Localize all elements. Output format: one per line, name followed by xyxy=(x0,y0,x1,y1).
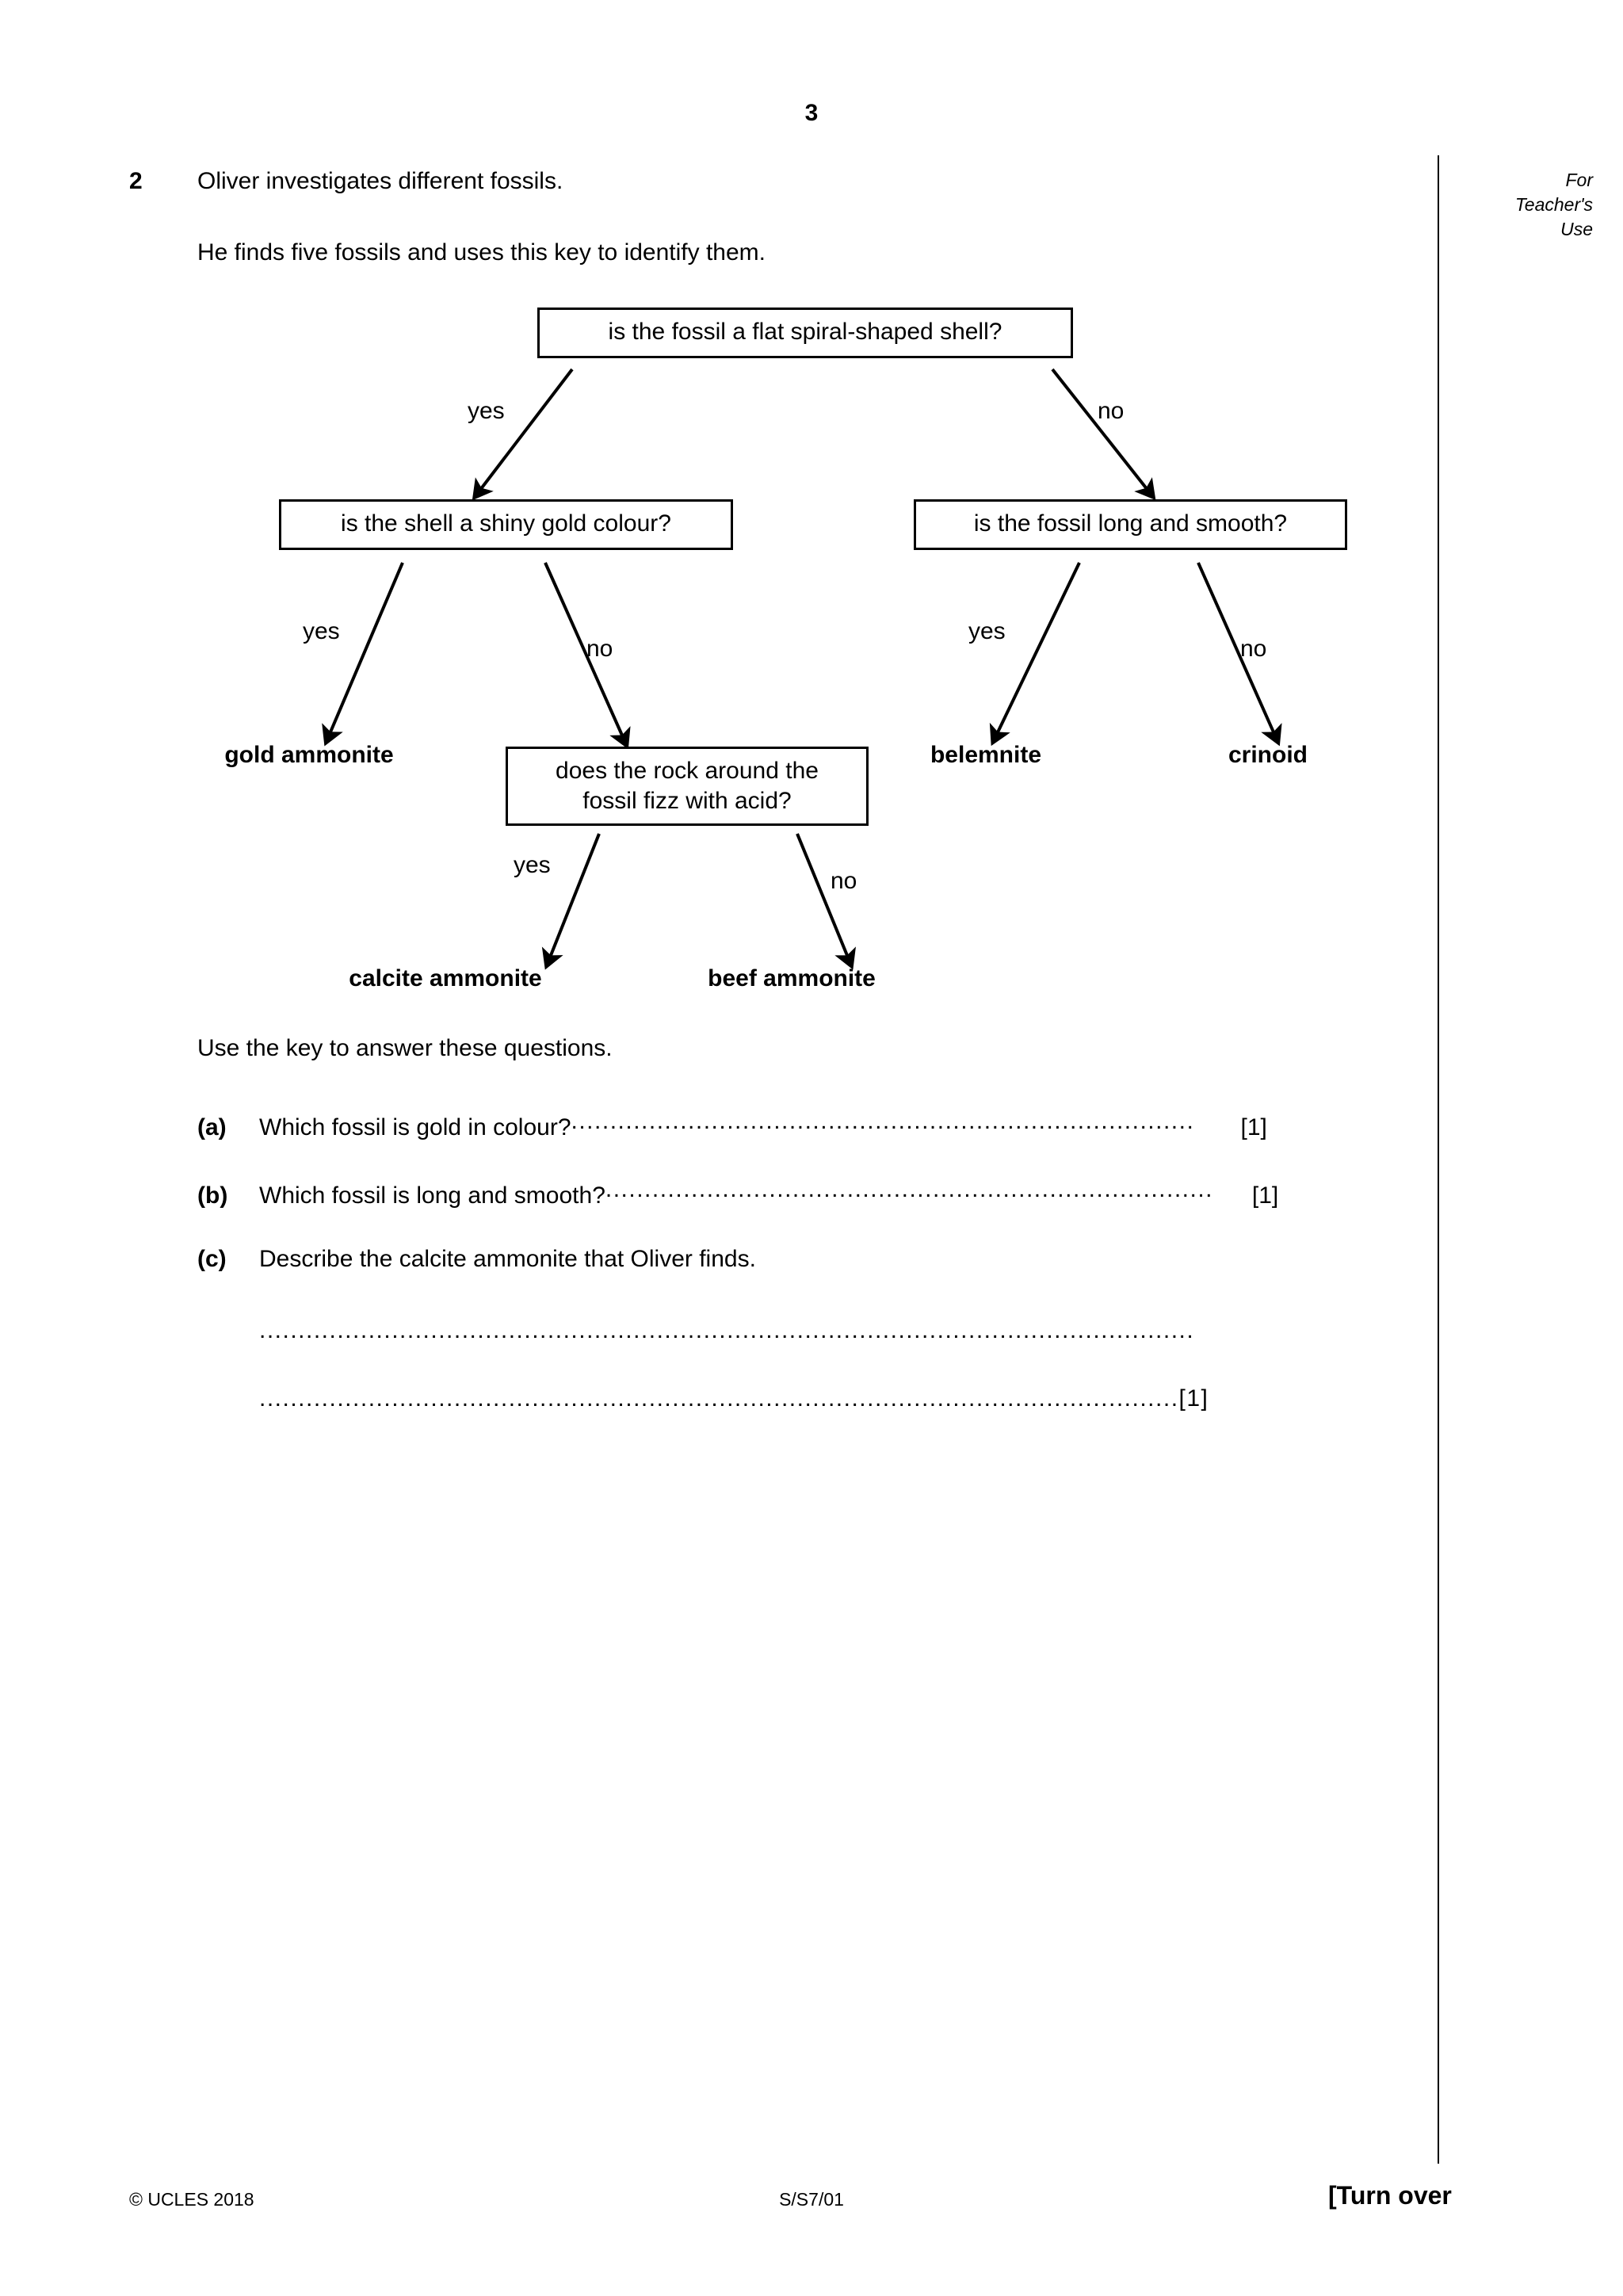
part-b-letter: (b) xyxy=(197,1182,228,1209)
key-question-box-fizz-line-2: fossil fizz with acid? xyxy=(582,787,792,814)
question-number: 2 xyxy=(129,168,143,194)
branch-label-yes-long: yes xyxy=(968,618,1006,644)
key-question-box-fizz-line-1: does the rock around the xyxy=(556,758,819,784)
key-leaf-belemnite: belemnite xyxy=(930,742,1042,768)
key-question-box-fizz-acid: does the rock around the fossil fizz wit… xyxy=(506,747,869,826)
question-stem-line-2: He finds five fossils and uses this key … xyxy=(197,239,766,266)
key-leaf-calcite-ammonite: calcite ammonite xyxy=(349,965,542,991)
footer-paper-code: S/S7/01 xyxy=(779,2189,844,2210)
part-c-answer-line-1[interactable]: ........................................… xyxy=(259,1317,1435,1344)
part-c-marks: [1] xyxy=(1178,1385,1209,1412)
key-question-box-gold-colour: is the shell a shiny gold colour? xyxy=(279,499,733,550)
teacher-use-line-2: Teacher's xyxy=(1514,194,1593,216)
identification-key-diagram: is the fossil a flat spiral-shaped shell… xyxy=(0,301,1623,1014)
part-a-letter: (a) xyxy=(197,1114,227,1140)
teacher-use-line-1: For xyxy=(1565,170,1594,190)
question-part-c: (c) Describe the calcite ammonite that Ol… xyxy=(197,1246,1435,1273)
key-leaf-crinoid: crinoid xyxy=(1228,742,1308,768)
question-part-b: (b) Which fossil is long and smooth?.....… xyxy=(197,1176,1435,1209)
part-a-answer-dots[interactable]: ........................................… xyxy=(571,1108,1195,1134)
part-c-answer-dots-1[interactable]: ........................................… xyxy=(259,1317,1195,1343)
footer-copyright: © UCLES 2018 xyxy=(129,2189,254,2210)
page-number: 3 xyxy=(804,100,819,126)
part-c-text: Describe the calcite ammonite that Olive… xyxy=(259,1246,756,1272)
part-b-text: Which fossil is long and smooth? xyxy=(259,1182,605,1209)
part-a-text: Which fossil is gold in colour? xyxy=(259,1114,571,1140)
key-leaf-gold-ammonite: gold ammonite xyxy=(224,742,394,768)
teacher-use-line-3: Use xyxy=(1560,219,1593,240)
key-arrows xyxy=(322,368,1282,970)
teacher-use-note: For Teacher's Use xyxy=(1450,168,1593,242)
question-part-a: (a) Which fossil is gold in colour?......… xyxy=(197,1108,1435,1141)
footer-turn-over: [Turn over xyxy=(1328,2181,1452,2210)
branch-label-no-fizz: no xyxy=(831,868,857,894)
question-stem-line-1: Oliver investigates different fossils. xyxy=(197,168,563,194)
part-c-answer-line-2[interactable]: ........................................… xyxy=(259,1385,1435,1412)
branch-label-no-gold: no xyxy=(586,636,613,662)
teacher-use-rule xyxy=(1438,155,1439,2164)
key-question-box-root: is the fossil a flat spiral-shaped shell… xyxy=(537,308,1073,358)
branch-label-yes-fizz: yes xyxy=(514,852,551,878)
part-b-marks: [1] xyxy=(1251,1182,1279,1209)
branch-label-no-root: no xyxy=(1098,398,1125,424)
branch-label-yes-root: yes xyxy=(468,398,505,424)
branch-label-no-long: no xyxy=(1240,636,1267,662)
part-b-answer-dots[interactable]: ........................................… xyxy=(605,1176,1214,1202)
key-question-box-long-smooth: is the fossil long and smooth? xyxy=(914,499,1347,550)
part-c-answer-dots-2[interactable]: ........................................… xyxy=(259,1385,1179,1412)
part-a-marks: [1] xyxy=(1240,1114,1267,1140)
part-c-letter: (c) xyxy=(197,1246,227,1272)
branch-label-yes-gold: yes xyxy=(303,618,340,644)
use-key-instruction: Use the key to answer these questions. xyxy=(197,1035,613,1061)
